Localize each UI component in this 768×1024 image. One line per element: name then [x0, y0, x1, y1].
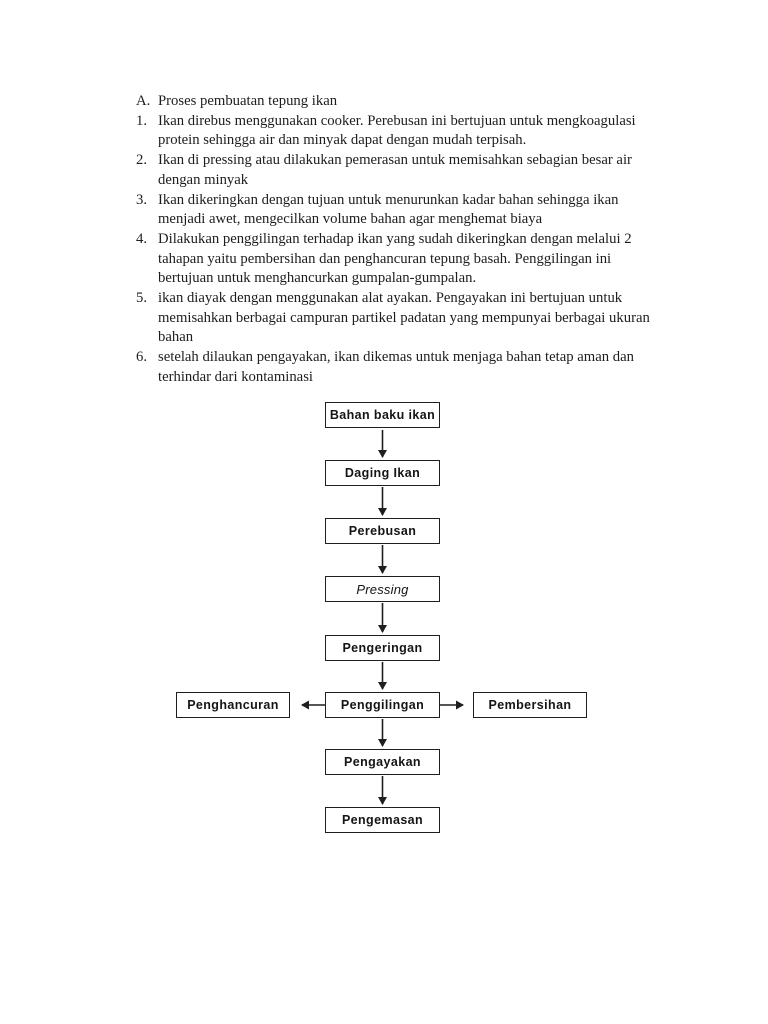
- flowchart-node-daging-ikan: Daging Ikan: [325, 460, 440, 486]
- list-item-number: 1.: [136, 112, 148, 129]
- list-item: 5. ikan diayak dengan menggunakan alat a…: [136, 289, 654, 348]
- list-item-text: ikan diayak dengan menggunakan alat ayak…: [158, 290, 650, 346]
- flowchart-node-pembersihan: Pembersihan: [473, 692, 587, 718]
- flowchart-node-pengayakan: Pengayakan: [325, 749, 440, 775]
- list-item-text: Ikan dikeringkan dengan tujuan untuk men…: [158, 191, 619, 228]
- list-item-number: 5.: [136, 290, 148, 307]
- list-item: 6. setelah dilaukan pengayakan, ikan dik…: [136, 348, 654, 387]
- flowchart-node-perebusan: Perebusan: [325, 518, 440, 544]
- list-item-number: 3.: [136, 191, 148, 208]
- list-item-number: 6.: [136, 349, 148, 366]
- section-heading: A. Proses pembuatan tepung ikan: [136, 92, 654, 112]
- list-item-text: Ikan di pressing atau dilakukan pemerasa…: [158, 152, 632, 188]
- process-description: A. Proses pembuatan tepung ikan 1. Ikan …: [136, 92, 654, 388]
- flowchart-node-pengemasan: Pengemasan: [325, 807, 440, 833]
- list-item-text: Dilakukan penggilingan terhadap ikan yan…: [158, 230, 632, 287]
- section-heading-label: A.: [136, 93, 151, 109]
- flowchart-node-pengeringan: Pengeringan: [325, 635, 440, 661]
- list-item: 2. Ikan di pressing atau dilakukan pemer…: [136, 151, 654, 190]
- list-item: 3. Ikan dikeringkan dengan tujuan untuk …: [136, 191, 654, 230]
- flowchart-node-pressing: Pressing: [325, 576, 440, 602]
- flowchart-node-bahan-baku-ikan: Bahan baku ikan: [325, 402, 440, 428]
- list-item-text: Ikan direbus menggunakan cooker. Perebus…: [158, 112, 636, 149]
- list-item-number: 4.: [136, 230, 148, 247]
- section-heading-title: Proses pembuatan tepung ikan: [158, 93, 338, 109]
- list-item: 4. Dilakukan penggilingan terhadap ikan …: [136, 230, 654, 289]
- list-item: 1. Ikan direbus menggunakan cooker. Pere…: [136, 112, 654, 151]
- list-item-number: 2.: [136, 152, 148, 169]
- flowchart-node-penggilingan: Penggilingan: [325, 692, 440, 718]
- flowchart-node-penghancuran: Penghancuran: [176, 692, 290, 718]
- list-item-text: setelah dilaukan pengayakan, ikan dikema…: [158, 349, 634, 385]
